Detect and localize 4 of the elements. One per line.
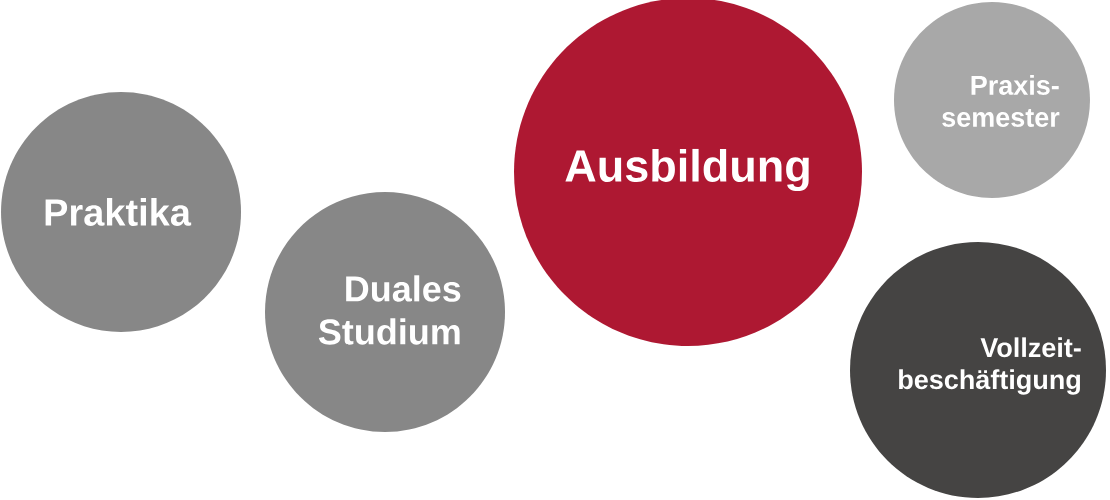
- circle-node: Vollzeit- beschäftigung: [850, 242, 1106, 498]
- circle-node: Praxis- semester: [894, 2, 1090, 198]
- circle-node: Praktika: [1, 92, 241, 332]
- circle-node: Duales Studium: [265, 192, 505, 432]
